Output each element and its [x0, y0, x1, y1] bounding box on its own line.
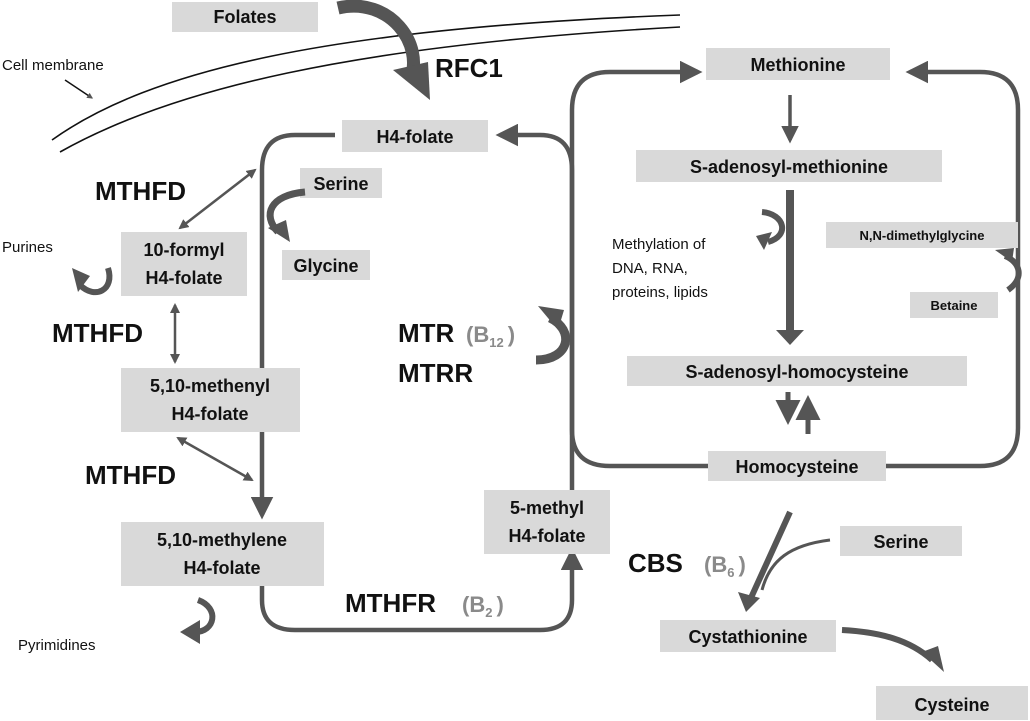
mtrr-label: MTRR [398, 358, 473, 388]
methionine-cycle-bottom-path [569, 300, 708, 469]
dmg-box [826, 222, 1018, 248]
betaine-box [910, 292, 998, 318]
methenyl-line-1: 5,10-methenyl [150, 376, 270, 396]
mthfr-cofactor-open: (B [462, 592, 485, 617]
pyrimidines-arrowhead [180, 620, 200, 644]
sah-label: S-adenosyl-homocysteine [685, 362, 908, 382]
mtr-cofactor-open: (B [466, 322, 489, 347]
glycine-box [282, 250, 370, 280]
mtr-cofactor: (B12) [466, 322, 515, 350]
methionine-box [706, 48, 890, 80]
folate-cycle-bottom-path [259, 547, 584, 633]
formyl-line-2: H4-folate [145, 268, 222, 288]
cystathionine-to-cysteine-arrow [841, 627, 935, 663]
cell-membrane-line-inner [59, 26, 681, 153]
rfc1-transport-arrowhead [393, 62, 430, 100]
cystathionine-label: Cystathionine [688, 627, 807, 647]
purines-arrow [77, 267, 113, 296]
mthfr-cofactor: (B2) [462, 592, 504, 620]
cbs-main-arrow [747, 510, 793, 602]
mthfr-label: MTHFR [345, 588, 436, 618]
cbs-cofactor-open: (B [704, 552, 727, 577]
methylation-line-2: DNA, RNA, [612, 260, 688, 277]
methionine-cycle-left-path [569, 60, 703, 300]
betaine-remethylation-path [885, 60, 1021, 469]
methylene-h4-folate-box [121, 522, 324, 586]
sah-box [627, 356, 967, 386]
sam-box [636, 150, 942, 182]
formyl-h4-folate-box [121, 232, 247, 296]
cell-membrane-label: Cell membrane [2, 57, 104, 74]
cysteine-label: Cysteine [914, 695, 989, 715]
formyl-line-1: 10-formyl [143, 240, 224, 260]
cbs-cofactor: (B6) [704, 552, 746, 580]
cbs-cofactor-close: ) [738, 552, 745, 577]
serine-top-label: Serine [313, 174, 368, 194]
mtr-cofactor-close: ) [508, 322, 515, 347]
h4-folate-label: H4-folate [376, 127, 453, 147]
mthfr-cofactor-close: ) [496, 592, 503, 617]
betaine-label: Betaine [931, 298, 978, 313]
serine-bottom-box [840, 526, 962, 556]
mthfd-arrow-1 [178, 168, 257, 230]
cbs-main-arrowhead [738, 592, 760, 612]
mthfr-cofactor-sub: 2 [485, 605, 492, 620]
methyl-h4-folate-box [484, 490, 610, 554]
methylene-line-1: 5,10-methylene [157, 530, 287, 550]
mtr-cofactor-sub: 12 [489, 335, 503, 350]
serine-glycine-arrowhead [268, 220, 290, 242]
sam-to-sah-arrowhead [776, 330, 804, 345]
cysteine-box [876, 686, 1028, 720]
cystathionine-box [660, 620, 836, 652]
methylation-arrowhead [756, 232, 772, 250]
glycine-label: Glycine [293, 256, 358, 276]
methylation-line-1: Methylation of [612, 236, 706, 253]
purines-label: Purines [2, 239, 53, 256]
mthfd-label-2: MTHFD [52, 318, 143, 348]
methylation-line-3: proteins, lipids [612, 284, 708, 301]
serine-top-box [300, 168, 382, 198]
h4-folate-box [342, 120, 488, 152]
methylene-line-2: H4-folate [183, 558, 260, 578]
cell-membrane-line-outer [51, 14, 681, 141]
homocysteine-box [708, 451, 886, 481]
mthfd-label-3: MTHFD [85, 460, 176, 490]
betaine-to-dmg-arrowhead [995, 248, 1014, 262]
cbs-label: CBS [628, 548, 683, 578]
pyrimidines-arrow [194, 597, 216, 635]
rfc1-label: RFC1 [435, 53, 503, 83]
mtr-label: MTR [398, 318, 455, 348]
folates-box [172, 2, 318, 32]
sam-label: S-adenosyl-methionine [690, 157, 888, 177]
folates-label: Folates [213, 7, 276, 27]
mthfd-arrow-3 [176, 436, 254, 482]
cbs-cofactor-sub: 6 [727, 565, 734, 580]
mthfd-label-1: MTHFD [95, 176, 186, 206]
methylation-arrow [761, 209, 786, 245]
cell-membrane-pointer-arrow [64, 79, 93, 99]
purines-arrowhead [72, 268, 90, 292]
methyl-line-1: 5-methyl [510, 498, 584, 518]
dmg-label: N,N-dimethylglycine [860, 228, 985, 243]
methenyl-line-2: H4-folate [171, 404, 248, 424]
methyl-line-2: H4-folate [508, 526, 585, 546]
serine-bottom-label: Serine [873, 532, 928, 552]
methenyl-h4-folate-box [121, 368, 300, 432]
serine-to-cystathionine-arrow [760, 538, 831, 591]
methionine-label: Methionine [751, 55, 846, 75]
homocysteine-label: Homocysteine [735, 457, 858, 477]
pyrimidines-label: Pyrimidines [18, 637, 96, 654]
cystathionine-to-cysteine-arrowhead [922, 646, 944, 672]
folate-cycle-left-path [250, 132, 335, 520]
mtrr-regeneration-arrow [535, 313, 571, 365]
mtrr-regeneration-arrowhead [538, 306, 564, 330]
